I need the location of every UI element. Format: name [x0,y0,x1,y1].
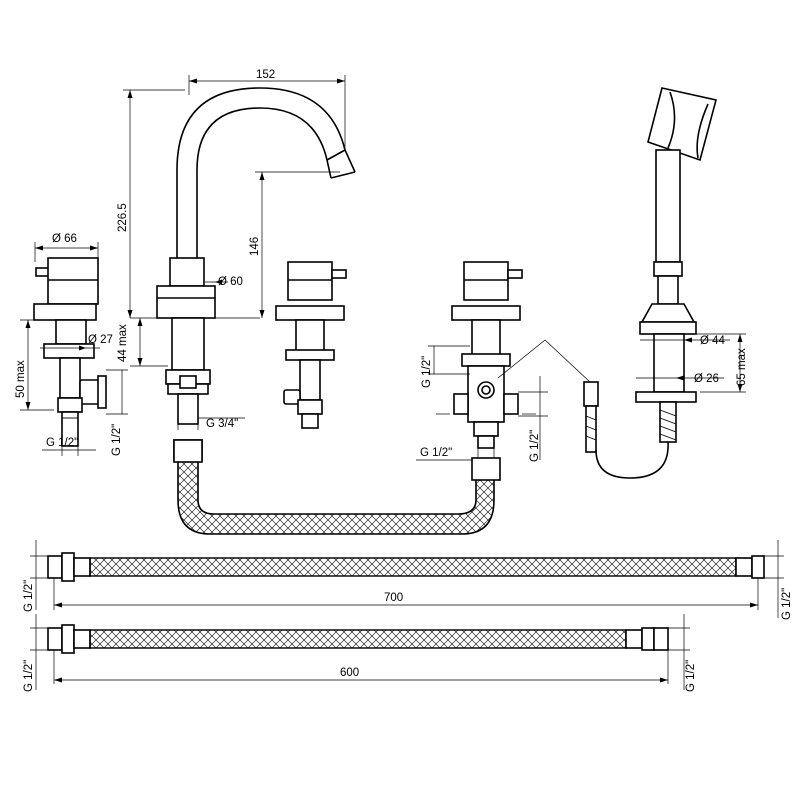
hose-short-left-thread-label: G 1/2" [23,660,35,692]
spout-reach-label: 152 [256,69,275,81]
hose-short-right-thread-label: G 1/2" [685,660,697,692]
hand-shower [583,87,717,479]
hose-long-right-thread-label: G 1/2" [781,588,793,620]
hose-short [47,624,669,654]
spout-base-dia-label: Ø 60 [218,276,243,288]
spout-height-label: 146 [249,237,261,256]
handle-inlet-thread-label: G 1/2" [46,437,78,449]
shower-deck-max-label: 65 max [736,348,748,386]
shower-base-dia-label: Ø 44 [700,335,726,347]
diverter-bottom-thread-label: G 1/2" [420,447,452,459]
total-height-label: 226.5 [117,203,129,232]
middle-valve [275,261,347,429]
spout-inlet-label: G 3/4" [206,418,238,430]
hose-long-dimensions: G 1/2" 700 G 1/2" [23,540,793,620]
spout-dimensions: 152 226.5 146 44 max Ø 60 G 3/4" [117,69,346,430]
diverter-top-thread-label: G 1/2" [421,356,433,388]
handle-outlet-thread-label: G 1/2" [111,424,123,456]
spout-deck-max-label: 44 max [117,324,129,362]
hose-long [47,552,765,582]
shower-shank-dia-label: Ø 26 [694,373,719,385]
left-valve-dimensions: Ø 66 Ø 27 50 max G 1/2" G 1/2" [15,233,128,456]
left-valve [33,257,107,447]
hose-short-length-label: 600 [340,667,359,679]
diverter-side-thread-label: G 1/2" [529,430,541,462]
hose-long-length-label: 700 [384,592,403,604]
handle-shank-dia-label: Ø 27 [88,334,113,346]
diverter-valve [451,261,591,449]
handle-deck-max-label: 50 max [15,360,27,398]
connecting-hose [173,439,501,535]
hose-long-left-thread-label: G 1/2" [23,580,35,612]
hose-short-dimensions: G 1/2" 600 G 1/2" [23,614,697,692]
shower-dimensions: 65 max Ø 44 Ø 26 [636,333,748,393]
handle-dia-label: Ø 66 [52,233,77,245]
